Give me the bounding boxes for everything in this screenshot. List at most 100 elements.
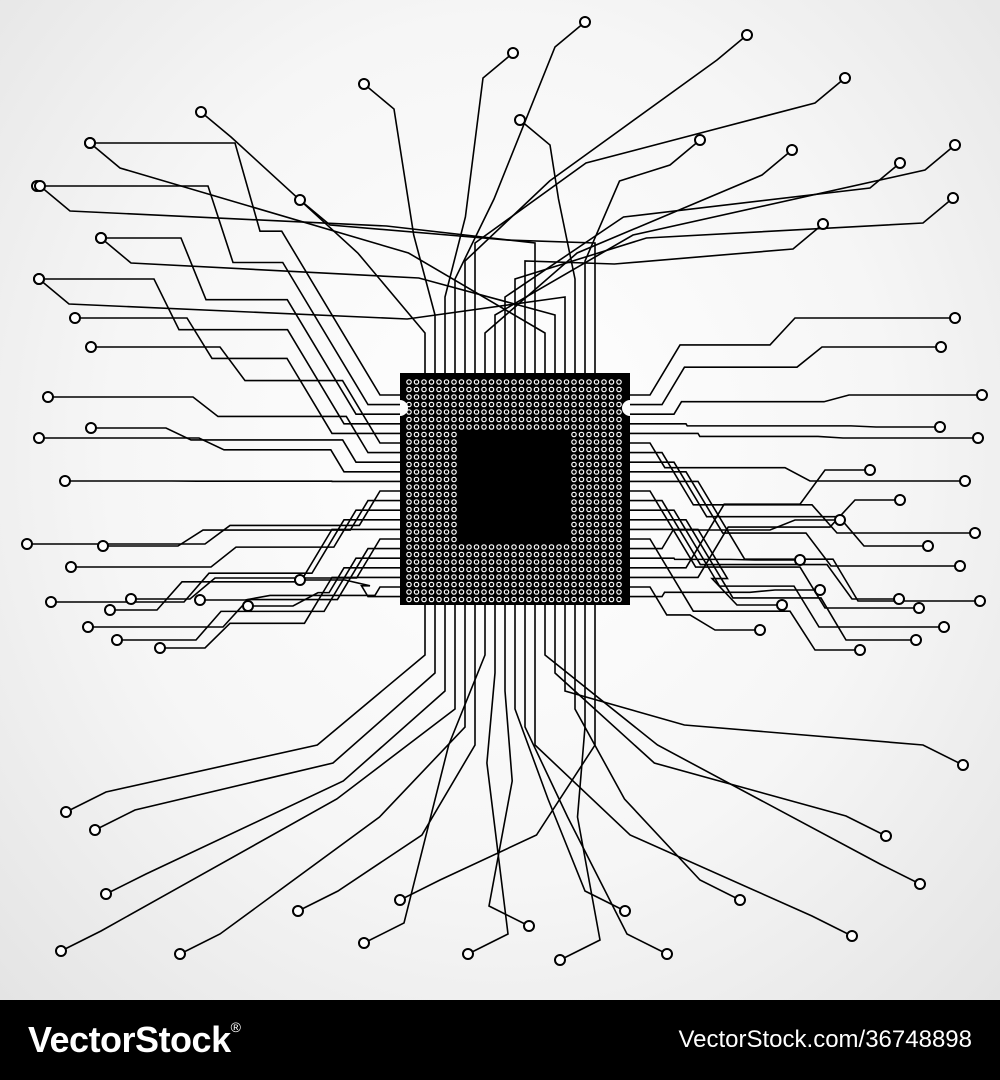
chip-pin [428, 559, 435, 565]
chip-pin [451, 461, 457, 468]
chip-pin [608, 536, 615, 543]
trace-terminal-pad [294, 574, 306, 586]
trace-terminal-pad [839, 72, 851, 84]
chip-pin [413, 476, 420, 483]
chip-pin [593, 596, 600, 603]
chip-pin [571, 506, 577, 513]
chip-pin [608, 574, 615, 580]
chip-pin [451, 424, 457, 430]
chip-pin [518, 596, 525, 603]
chip-pin [413, 484, 420, 490]
trace-terminal-pad [913, 602, 925, 614]
chip-pin [458, 581, 465, 588]
trace-terminal-pad [954, 560, 966, 572]
chip-pin [518, 379, 525, 385]
chip-pin [616, 566, 622, 573]
chip-pin [511, 394, 517, 400]
trace-terminal-pad [45, 596, 57, 608]
chip-pin [443, 491, 450, 498]
chip-pin [473, 386, 480, 393]
chip-pin [608, 401, 615, 408]
chip-pin [601, 461, 607, 468]
chip-pin [526, 394, 532, 400]
chip-pin [443, 394, 450, 400]
chip-pin [518, 409, 525, 415]
chip-pin [458, 574, 465, 580]
chip-pin [466, 401, 472, 408]
chip-pin [601, 476, 607, 483]
trace-terminal-pad [974, 595, 986, 607]
chip-pin [436, 559, 442, 565]
chip-pin [451, 416, 457, 423]
chip-pin [586, 596, 592, 603]
chip-pin [466, 394, 472, 400]
circuit-trace [94, 605, 436, 831]
chip-pin [593, 401, 600, 408]
chip-pin [496, 574, 502, 580]
chip-pin [533, 386, 540, 393]
chip-pin [526, 589, 532, 595]
chip-pin [488, 379, 495, 385]
chip-pin [428, 446, 435, 453]
chip-pin [443, 559, 450, 565]
circuit-trace [524, 605, 668, 955]
chip-pin [533, 394, 540, 400]
chip-pin [556, 394, 562, 400]
chip-pin [586, 416, 592, 423]
brand-name: VectorStock [28, 1019, 231, 1060]
chip-pin [443, 589, 450, 595]
chip-pin [518, 589, 525, 595]
chip-pin [616, 491, 622, 498]
chip-pin [586, 589, 592, 595]
chip-pin [496, 409, 502, 415]
chip-pin [616, 596, 622, 603]
chip-pin [421, 424, 427, 430]
chip-pin [406, 469, 412, 475]
circuit-trace [363, 605, 486, 944]
chip-pin [578, 581, 585, 588]
chip-pin [586, 574, 592, 580]
chip-pin [458, 416, 465, 423]
chip-pin [578, 551, 585, 558]
trace-terminal-pad [880, 830, 892, 842]
chip-pin [571, 491, 577, 498]
chip-pin [593, 544, 600, 550]
circuit-trace [105, 605, 446, 895]
chip-pin [578, 379, 585, 385]
chip-pin [443, 529, 450, 535]
chip-pin [466, 416, 472, 423]
chip-pin [586, 461, 592, 468]
chip-pin [571, 386, 577, 393]
chip-pin [608, 559, 615, 565]
chip-pin [578, 386, 585, 393]
chip-pin [563, 559, 570, 565]
chip-pin [586, 476, 592, 483]
chip-pin [586, 544, 592, 550]
chip-pin [563, 566, 570, 573]
chip-pin [421, 416, 427, 423]
chip-pin [601, 514, 607, 520]
chip-pin [548, 544, 555, 550]
chip-pin [413, 589, 420, 595]
chip-pin [443, 551, 450, 558]
chip-pin [451, 484, 457, 490]
chip-pin [593, 499, 600, 505]
trace-terminal-pad [786, 144, 798, 156]
chip-pin [533, 589, 540, 595]
chip-pin [451, 469, 457, 475]
circuit-trace [363, 83, 436, 373]
chip-pin [533, 544, 540, 550]
chip-pin [406, 499, 412, 505]
chip-pin [421, 401, 427, 408]
chip-pin [451, 536, 457, 543]
chip-pin [556, 589, 562, 595]
chip-pin [526, 574, 532, 580]
chip-pin [556, 424, 562, 430]
chip-pin [406, 514, 412, 520]
chip-pin [616, 461, 622, 468]
chip-pin [451, 386, 457, 393]
circuit-trace [514, 197, 954, 373]
chip-pin [466, 574, 472, 580]
chip-pin [586, 566, 592, 573]
chip-pin [533, 401, 540, 408]
